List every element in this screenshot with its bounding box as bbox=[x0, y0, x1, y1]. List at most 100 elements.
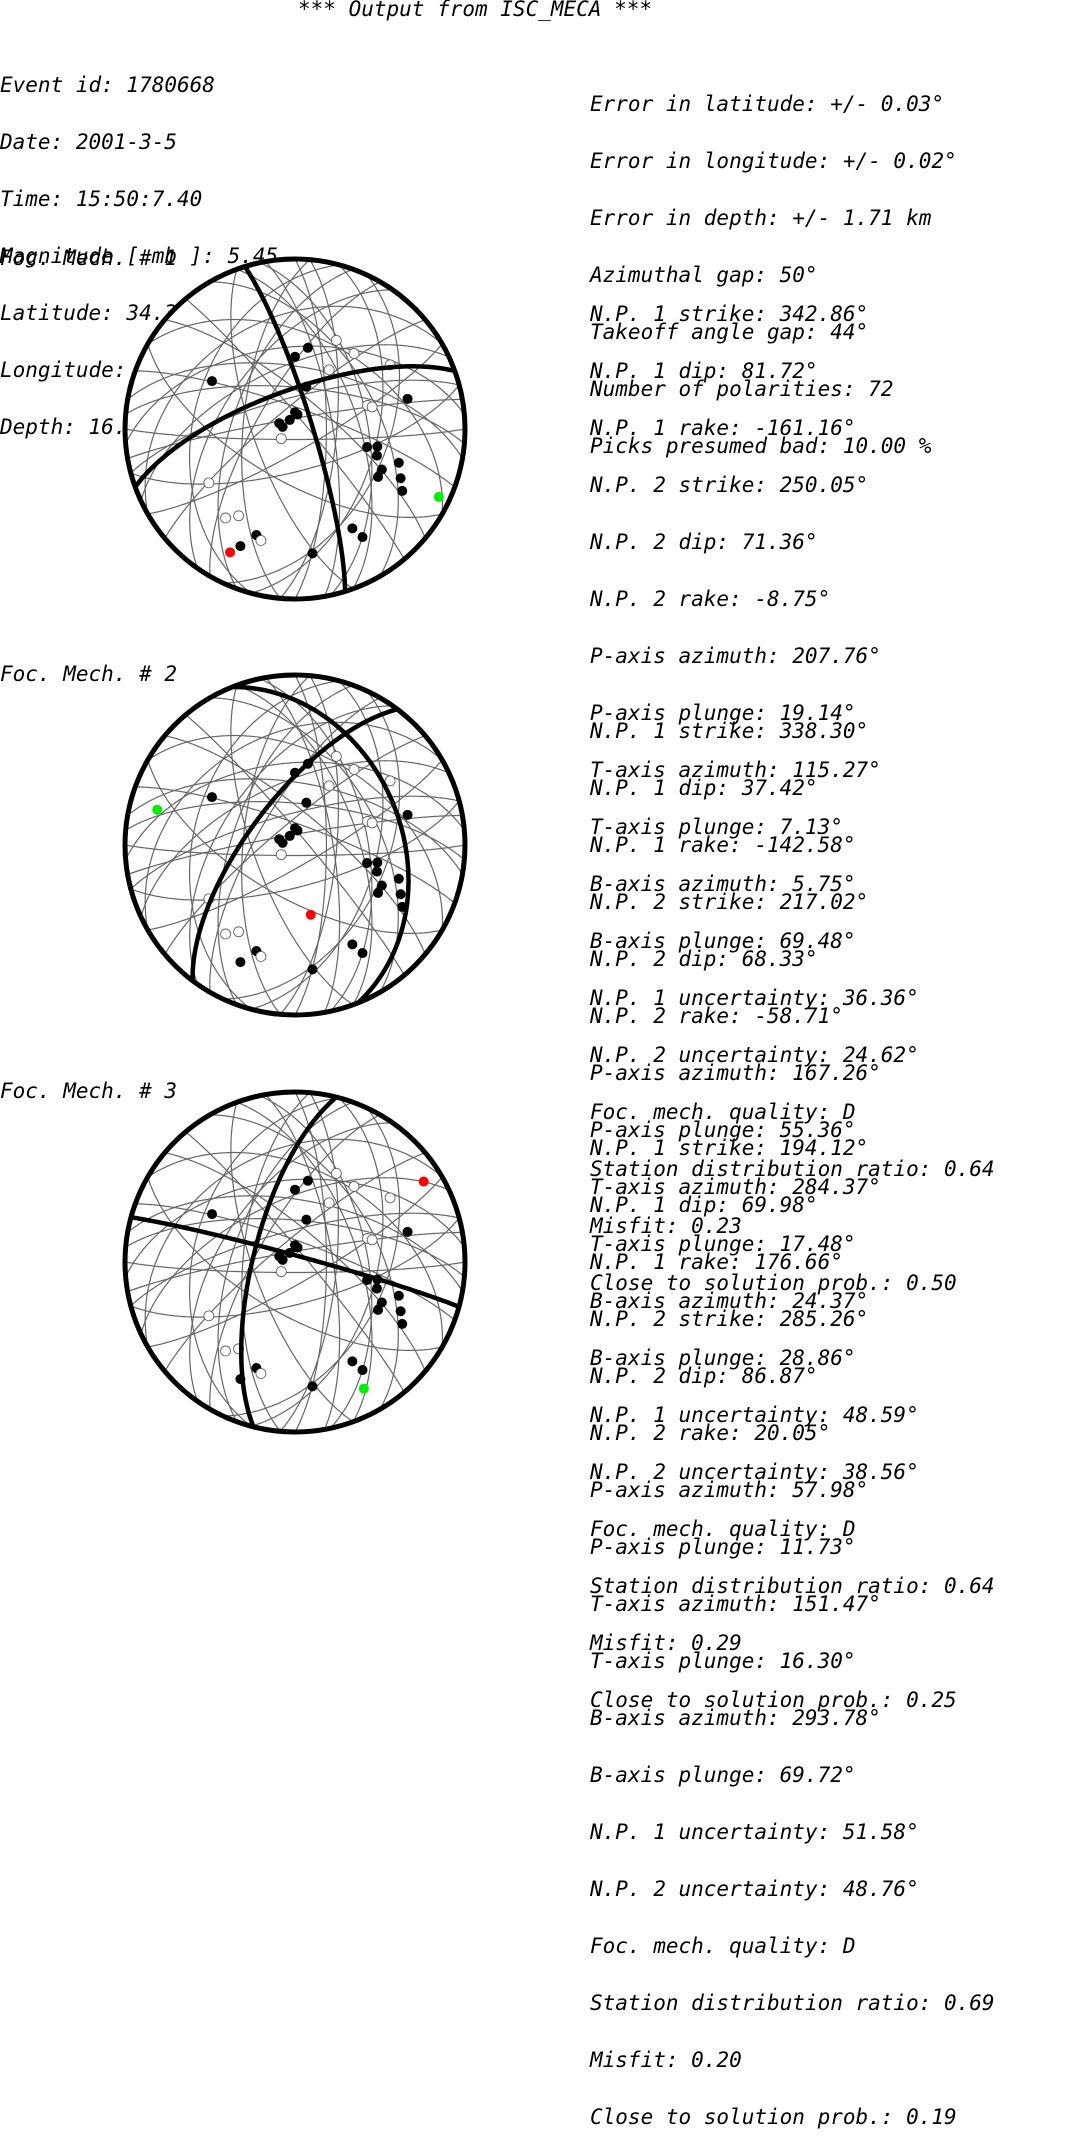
station-distribution-ratio: Station distribution ratio: 0.64 bbox=[590, 1157, 995, 1181]
alternative-nodal-plane bbox=[147, 1151, 444, 1348]
compression-polarity bbox=[397, 1318, 408, 1329]
compression-polarity bbox=[307, 548, 318, 559]
compression-polarity bbox=[357, 1365, 368, 1376]
event-magnitude: Magnitude [ mb ]: 5.45 bbox=[0, 244, 279, 268]
error-info: Error in latitude: +/- 0.03° Error in lo… bbox=[590, 57, 957, 475]
compression-polarity bbox=[393, 1290, 404, 1301]
mechanism-3-beachball bbox=[122, 1089, 468, 1435]
compression-polarity bbox=[393, 873, 404, 884]
compression-polarity bbox=[235, 957, 246, 968]
dilatation-polarity bbox=[233, 926, 245, 938]
dilatation-polarity bbox=[233, 510, 245, 522]
dilatation-polarity bbox=[323, 364, 335, 376]
b-axis-azimuth: B-axis azimuth: 5.75° bbox=[590, 872, 856, 896]
event-info: Event id: 1780668 Date: 2001-3-5 Time: 1… bbox=[0, 38, 278, 456]
alternative-nodal-plane bbox=[259, 678, 373, 1012]
np2-rake: N.P. 2 rake: 20.05° bbox=[590, 1421, 831, 1445]
compression-polarity bbox=[372, 441, 383, 452]
focal-sphere-outline bbox=[122, 256, 468, 602]
compression-polarity bbox=[371, 1283, 382, 1294]
compression-polarity bbox=[376, 1297, 387, 1308]
misfit: Misfit: 0.20 bbox=[590, 2048, 742, 2072]
np2-rake: N.P. 2 rake: -58.71° bbox=[590, 1004, 843, 1028]
alternative-nodal-plane bbox=[241, 259, 311, 599]
alternative-nodal-plane bbox=[209, 281, 381, 577]
alternative-nodal-plane bbox=[209, 697, 381, 993]
mechanism-1-title: Foc. Mech. # 1 bbox=[0, 246, 178, 270]
alternative-nodal-plane bbox=[140, 760, 450, 917]
mechanism-2-beachball bbox=[122, 672, 468, 1018]
alternative-nodal-plane bbox=[147, 343, 443, 518]
compression-polarity bbox=[301, 1214, 312, 1225]
compression-polarity bbox=[277, 1254, 288, 1265]
compression-polarity bbox=[402, 393, 413, 404]
alternative-nodal-plane bbox=[147, 759, 443, 934]
compression-polarity bbox=[277, 421, 288, 432]
alternative-nodal-plane bbox=[265, 677, 341, 1013]
alternative-nodal-plane bbox=[236, 268, 373, 590]
compression-polarity bbox=[371, 866, 382, 877]
t-axis-plunge: T-axis plunge: 16.30° bbox=[590, 1649, 856, 1673]
alternative-nodal-plane bbox=[130, 795, 460, 890]
alternative-nodal-plane bbox=[124, 844, 466, 857]
alternative-nodal-plane bbox=[135, 786, 456, 904]
alternative-nodal-plane bbox=[185, 714, 405, 976]
nodal-plane-2 bbox=[133, 364, 456, 489]
compression-polarity bbox=[372, 857, 383, 868]
dilatation-polarity bbox=[255, 951, 267, 962]
compression-polarity bbox=[357, 532, 368, 543]
dilatation-polarity bbox=[275, 849, 287, 861]
b-axis-plunge: B-axis plunge: 69.48° bbox=[590, 929, 856, 953]
compression-polarity bbox=[206, 376, 217, 387]
np1-uncertainty: N.P. 1 uncertainty: 36.36° bbox=[590, 986, 919, 1010]
event-time: Time: 15:50:7.40 bbox=[0, 187, 203, 211]
beachball-background bbox=[125, 675, 465, 1015]
error-longitude: Error in longitude: +/- 0.02° bbox=[590, 149, 957, 173]
np1-strike: N.P. 1 strike: 342.86° bbox=[590, 302, 869, 326]
compression-polarity bbox=[373, 887, 384, 898]
p-axis-marker bbox=[418, 1176, 429, 1187]
np2-uncertainty: N.P. 2 uncertainty: 48.76° bbox=[590, 1877, 919, 1901]
np1-strike: N.P. 1 strike: 194.12° bbox=[590, 1136, 869, 1160]
p-axis-azimuth: P-axis azimuth: 207.76° bbox=[590, 644, 881, 668]
alternative-nodal-plane bbox=[189, 1097, 340, 1427]
focal-sphere-outline bbox=[122, 672, 468, 1018]
alternative-nodal-plane bbox=[164, 1152, 426, 1372]
dilatation-polarity bbox=[348, 764, 360, 775]
np2-strike: N.P. 2 strike: 250.05° bbox=[590, 473, 869, 497]
compression-polarity bbox=[362, 857, 373, 868]
nodal-plane-1 bbox=[243, 265, 348, 592]
p-axis-plunge: P-axis plunge: 19.14° bbox=[590, 701, 856, 725]
mechanism-1-parameters: N.P. 1 strike: 342.86° N.P. 1 dip: 81.72… bbox=[590, 267, 995, 1312]
alternative-nodal-plane bbox=[147, 759, 443, 931]
alternative-nodal-plane bbox=[217, 684, 354, 1006]
alternative-nodal-plane bbox=[125, 345, 465, 445]
mechanism-3-title: Foc. Mech. # 3 bbox=[0, 1079, 178, 1103]
alternative-nodal-plane bbox=[135, 370, 456, 488]
station-distribution-ratio: Station distribution ratio: 0.69 bbox=[590, 1991, 995, 2015]
compression-polarity bbox=[376, 464, 387, 475]
np1-rake: N.P. 1 rake: 176.66° bbox=[590, 1250, 843, 1274]
b-axis-plunge: B-axis plunge: 69.72° bbox=[590, 1763, 856, 1787]
p-axis-marker bbox=[305, 909, 316, 920]
p-axis-plunge: P-axis plunge: 11.73° bbox=[590, 1535, 856, 1559]
alternative-nodal-plane bbox=[209, 1114, 381, 1410]
alternative-nodal-plane bbox=[130, 379, 460, 474]
event-id: Event id: 1780668 bbox=[0, 73, 215, 97]
nodal-plane-1 bbox=[239, 1095, 339, 1428]
mech-quality: Foc. mech. quality: D bbox=[590, 1934, 856, 1958]
error-latitude: Error in latitude: +/- 0.03° bbox=[590, 92, 945, 116]
focal-sphere-outline bbox=[122, 1089, 468, 1435]
np2-dip: N.P. 2 dip: 68.33° bbox=[590, 947, 818, 971]
b-axis-azimuth: B-axis azimuth: 293.78° bbox=[590, 1706, 881, 1730]
alternative-nodal-plane bbox=[130, 384, 460, 485]
np1-strike: N.P. 1 strike: 338.30° bbox=[590, 719, 869, 743]
alternative-nodal-plane bbox=[241, 1092, 311, 1432]
alternative-nodal-plane bbox=[265, 261, 341, 597]
alternative-nodal-plane bbox=[144, 305, 443, 515]
b-axis-plunge: B-axis plunge: 28.86° bbox=[590, 1346, 856, 1370]
beachball-background bbox=[125, 259, 465, 599]
np1-rake: N.P. 1 rake: -142.58° bbox=[590, 833, 856, 857]
compression-polarity bbox=[376, 880, 387, 891]
alternative-nodal-plane bbox=[147, 1176, 443, 1348]
